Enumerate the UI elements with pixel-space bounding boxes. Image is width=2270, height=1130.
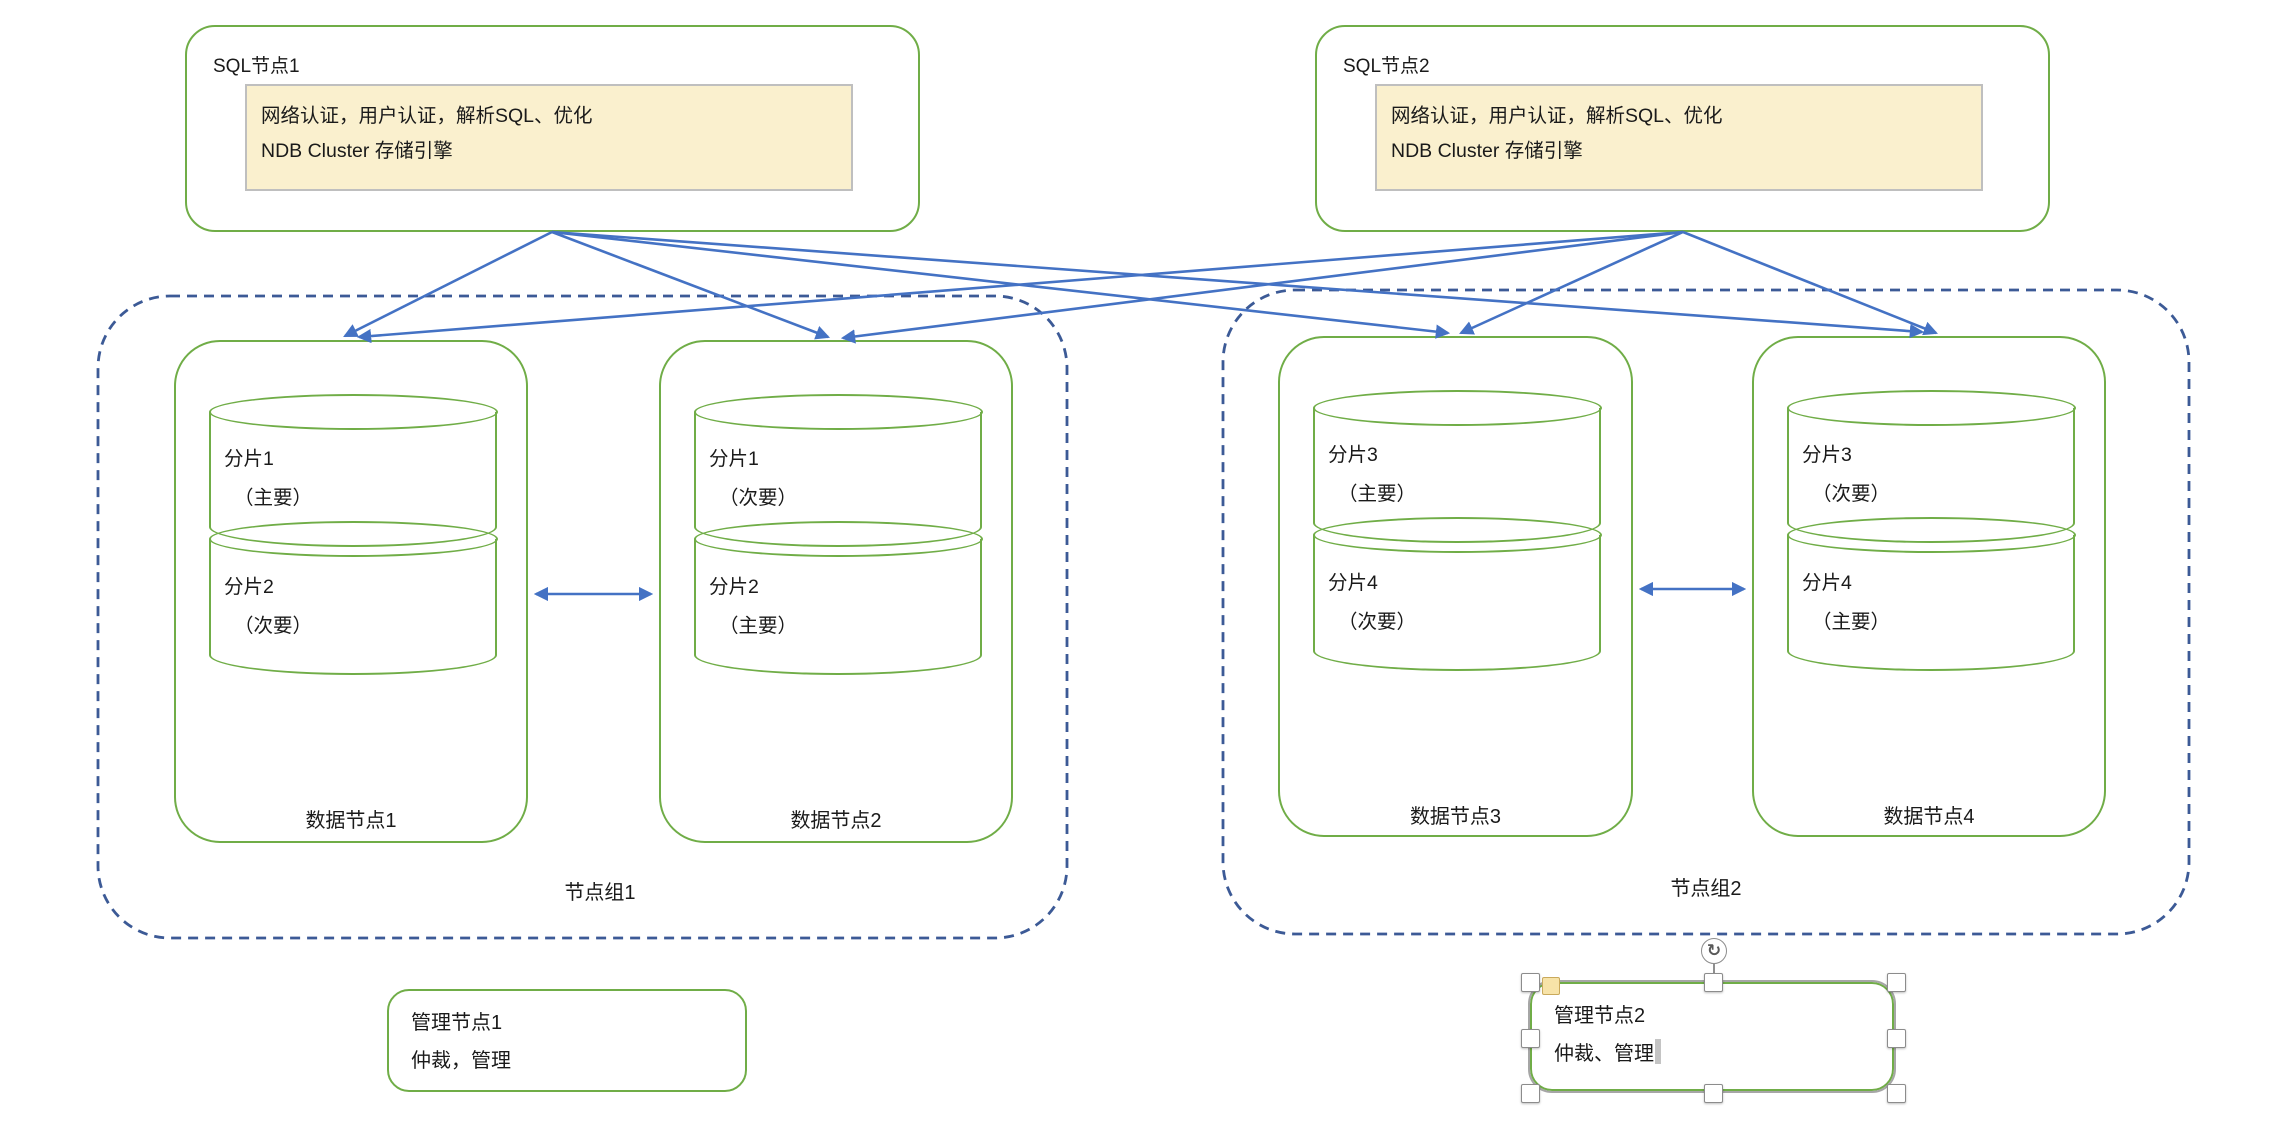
shard-name: 分片3	[1328, 444, 1378, 466]
management-node-1-subtitle: 仲裁，管理	[411, 1050, 511, 1072]
sql1-to-datanode2-arrow[interactable]	[551, 230, 831, 340]
management-node-1-title: 管理节点1	[411, 1012, 503, 1034]
node-group-1-label: 节点组1	[564, 882, 636, 904]
selection-handle-bottom-center[interactable]	[1704, 1084, 1723, 1103]
data-node-1-box[interactable]: 分片1 （主要） 分片2 （次要） 数据节点1	[174, 340, 528, 843]
selection-handle-middle-right[interactable]	[1887, 1029, 1906, 1048]
data-node-1-shard-cylinder-2[interactable]	[208, 521, 498, 675]
management-node-2-box[interactable]: 管理节点2 仲裁、管理 ↻	[1521, 938, 1906, 1103]
shard-role: （主要）	[234, 487, 313, 509]
shard-role: （次要）	[234, 615, 313, 637]
selection-handle-top-right[interactable]	[1887, 973, 1906, 992]
shard-name: 分片4	[1328, 572, 1378, 594]
shard-name: 分片1	[224, 448, 274, 470]
data-node-1-label: 数据节点1	[305, 810, 397, 832]
text-caret	[1655, 1039, 1661, 1064]
shard-name: 分片2	[709, 576, 759, 598]
sql1-to-datanode4-arrow[interactable]	[551, 230, 1925, 339]
sql-node-2-box[interactable]: SQL节点2 网络认证，用户认证，解析SQL、优化 NDB Cluster 存储…	[1315, 25, 2050, 232]
sql-node-1-title: SQL节点1	[213, 56, 300, 77]
rotate-icon: ↻	[1706, 941, 1722, 960]
management-node-1-box[interactable]: 管理节点1 仲裁，管理	[387, 989, 747, 1092]
data-node-4-shard-cylinder-2[interactable]	[1786, 517, 2076, 671]
selection-handle-bottom-left[interactable]	[1521, 1084, 1540, 1103]
shard-name: 分片4	[1802, 572, 1852, 594]
shard-name: 分片1	[709, 448, 759, 470]
sql1-to-datanode1-arrow[interactable]	[343, 230, 553, 338]
data-node-3-label: 数据节点3	[1409, 806, 1502, 828]
shard-role: （主要）	[1338, 483, 1417, 505]
sql2-to-datanode3-arrow[interactable]	[1459, 230, 1684, 335]
management-node-2-subtitle: 仲裁、管理	[1554, 1037, 1661, 1066]
data-node-2-shard-cylinder-2[interactable]	[693, 521, 983, 675]
selection-handle-middle-left[interactable]	[1521, 1029, 1540, 1048]
selection-handle-top-center[interactable]	[1704, 973, 1723, 992]
sql-node-2-functions-box[interactable]: 网络认证，用户认证，解析SQL、优化 NDB Cluster 存储引擎	[1375, 84, 1983, 191]
sql-node-1-functions-box[interactable]: 网络认证，用户认证，解析SQL、优化 NDB Cluster 存储引擎	[245, 84, 853, 191]
adjust-handle[interactable]	[1542, 977, 1560, 995]
sql-node-1-functions-line-1: 网络认证，用户认证，解析SQL、优化	[261, 105, 593, 127]
sql2-to-datanode1-arrow[interactable]	[356, 230, 1684, 344]
data-node-3-shard-cylinder-2[interactable]	[1312, 517, 1602, 671]
shard-role: （主要）	[719, 615, 798, 637]
shard-role: （主要）	[1812, 611, 1891, 633]
sql2-to-datanode4-arrow[interactable]	[1682, 230, 1938, 336]
data-node-2-label: 数据节点2	[790, 810, 882, 832]
shard-role: （次要）	[1812, 483, 1891, 505]
sql-node-2-functions-line-1: 网络认证，用户认证，解析SQL、优化	[1391, 105, 1723, 127]
shard-role: （次要）	[1338, 611, 1417, 633]
selection-handle-bottom-right[interactable]	[1887, 1084, 1906, 1103]
sql2-to-datanode2-arrow[interactable]	[840, 230, 1684, 344]
sql1-to-datanode3-arrow[interactable]	[551, 230, 1451, 339]
data-node-3-box[interactable]: 分片3 （主要） 分片4 （次要） 数据节点3	[1278, 336, 1633, 837]
shard-name: 分片3	[1802, 444, 1852, 466]
sql-node-1-box[interactable]: SQL节点1 网络认证，用户认证，解析SQL、优化 NDB Cluster 存储…	[185, 25, 920, 232]
sql-node-1-functions-line-2: NDB Cluster 存储引擎	[261, 140, 453, 162]
sql-node-2-functions-line-2: NDB Cluster 存储引擎	[1391, 140, 1583, 162]
management-node-2-subtitle-text: 仲裁、管理	[1554, 1043, 1654, 1065]
data-node-2-box[interactable]: 分片1 （次要） 分片2 （主要） 数据节点2	[659, 340, 1013, 843]
sql-node-2-title: SQL节点2	[1343, 56, 1430, 77]
shard-role: （次要）	[719, 487, 798, 509]
rotation-handle[interactable]: ↻	[1701, 938, 1727, 964]
data-node-4-box[interactable]: 分片3 （次要） 分片4 （主要） 数据节点4	[1752, 336, 2106, 837]
data-node-4-label: 数据节点4	[1883, 806, 1975, 828]
selection-handle-top-left[interactable]	[1521, 973, 1540, 992]
shard-name: 分片2	[224, 576, 274, 598]
node-group-2-label: 节点组2	[1670, 878, 1742, 900]
management-node-2-title: 管理节点2	[1554, 1005, 1646, 1027]
